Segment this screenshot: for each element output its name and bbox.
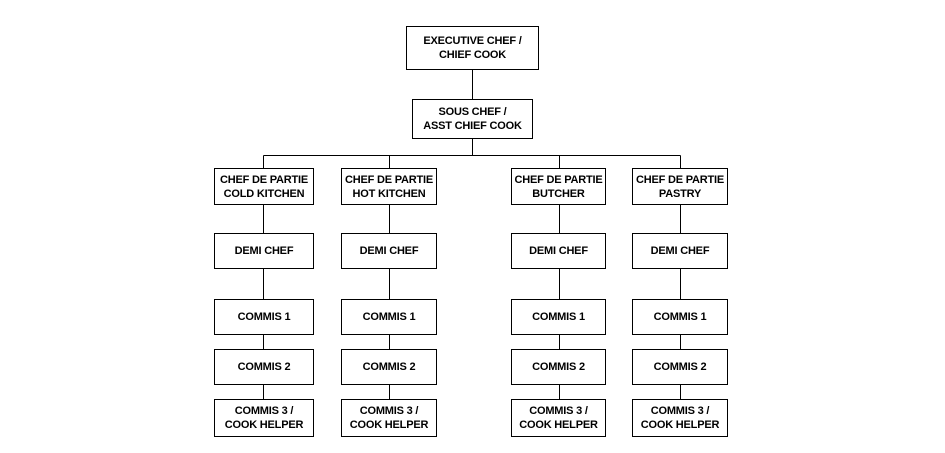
pastry-commis2-label: COMMIS 2 <box>653 361 707 373</box>
butcher-commis1-label: COMMIS 1 <box>532 311 585 323</box>
commis3-cold-kitchen-box: COMMIS 3 / COOK HELPER <box>214 399 314 437</box>
butcher-head-line1: CHEF DE PARTIE <box>514 173 603 186</box>
pastry-commis1-label: COMMIS 1 <box>653 311 707 323</box>
chef-de-partie-cold-kitchen-box: CHEF DE PARTIE COLD KITCHEN <box>214 168 314 205</box>
commis3-butcher-box: COMMIS 3 / COOK HELPER <box>511 399 606 437</box>
commis1-pastry-box: COMMIS 1 <box>632 299 728 335</box>
cold-kitchen-demi-label: DEMI CHEF <box>234 245 294 257</box>
demi-chef-hot-kitchen-box: DEMI CHEF <box>341 233 437 269</box>
demi-chef-pastry-box: DEMI CHEF <box>632 233 728 269</box>
chef-de-partie-pastry-box: CHEF DE PARTIE PASTRY <box>632 168 728 205</box>
pastry-commis3-line1: COMMIS 3 / <box>650 405 710 417</box>
cold-kitchen-commis1-label: COMMIS 1 <box>237 311 291 323</box>
hot-kitchen-commis1-label: COMMIS 1 <box>362 311 416 323</box>
hot-kitchen-head-line1: CHEF DE PARTIE <box>344 173 434 186</box>
hot-kitchen-commis3-line1: COMMIS 3 / <box>359 405 419 417</box>
cold-kitchen-head-line1: CHEF DE PARTIE <box>219 173 309 186</box>
commis2-hot-kitchen-box: COMMIS 2 <box>341 349 437 385</box>
cold-kitchen-commis2-label: COMMIS 2 <box>237 361 291 373</box>
commis1-hot-kitchen-box: COMMIS 1 <box>341 299 437 335</box>
chef-de-partie-hot-kitchen-box: CHEF DE PARTIE HOT KITCHEN <box>341 168 437 205</box>
pastry-head-line2: PASTRY <box>658 187 702 200</box>
butcher-commis3-line1: COMMIS 3 / <box>529 405 588 417</box>
commis3-pastry-box: COMMIS 3 / COOK HELPER <box>632 399 728 437</box>
pastry-head-line1: CHEF DE PARTIE <box>635 173 725 186</box>
executive-chef-line2: CHIEF COOK <box>438 49 507 61</box>
pastry-commis3-line2: COOK HELPER <box>640 419 720 431</box>
cold-kitchen-head-line2: COLD KITCHEN <box>223 187 305 200</box>
demi-chef-butcher-box: DEMI CHEF <box>511 233 606 269</box>
commis3-hot-kitchen-box: COMMIS 3 / COOK HELPER <box>341 399 437 437</box>
butcher-head-line2: BUTCHER <box>532 187 585 200</box>
cold-kitchen-commis3-line2: COOK HELPER <box>224 419 304 431</box>
cold-kitchen-commis3-line1: COMMIS 3 / <box>234 405 294 417</box>
hot-kitchen-commis3-line2: COOK HELPER <box>349 419 429 431</box>
commis2-cold-kitchen-box: COMMIS 2 <box>214 349 314 385</box>
demi-chef-cold-kitchen-box: DEMI CHEF <box>214 233 314 269</box>
sous-chef-box: SOUS CHEF / ASST CHIEF COOK <box>412 99 533 139</box>
commis2-pastry-box: COMMIS 2 <box>632 349 728 385</box>
butcher-commis3-line2: COOK HELPER <box>519 419 598 431</box>
sous-chef-line1: SOUS CHEF / <box>438 106 507 118</box>
pastry-demi-label: DEMI CHEF <box>650 245 710 257</box>
butcher-demi-label: DEMI CHEF <box>529 245 588 257</box>
executive-chef-box: EXECUTIVE CHEF / CHIEF COOK <box>406 26 539 70</box>
executive-chef-line1: EXECUTIVE CHEF / <box>423 35 522 47</box>
hot-kitchen-commis2-label: COMMIS 2 <box>362 361 416 373</box>
commis1-butcher-box: COMMIS 1 <box>511 299 606 335</box>
butcher-commis2-label: COMMIS 2 <box>532 361 585 373</box>
commis2-butcher-box: COMMIS 2 <box>511 349 606 385</box>
commis1-cold-kitchen-box: COMMIS 1 <box>214 299 314 335</box>
chef-de-partie-butcher-box: CHEF DE PARTIE BUTCHER <box>511 168 606 205</box>
hot-kitchen-head-line2: HOT KITCHEN <box>352 187 426 200</box>
sous-chef-line2: ASST CHIEF COOK <box>423 120 522 132</box>
hot-kitchen-demi-label: DEMI CHEF <box>359 245 419 257</box>
